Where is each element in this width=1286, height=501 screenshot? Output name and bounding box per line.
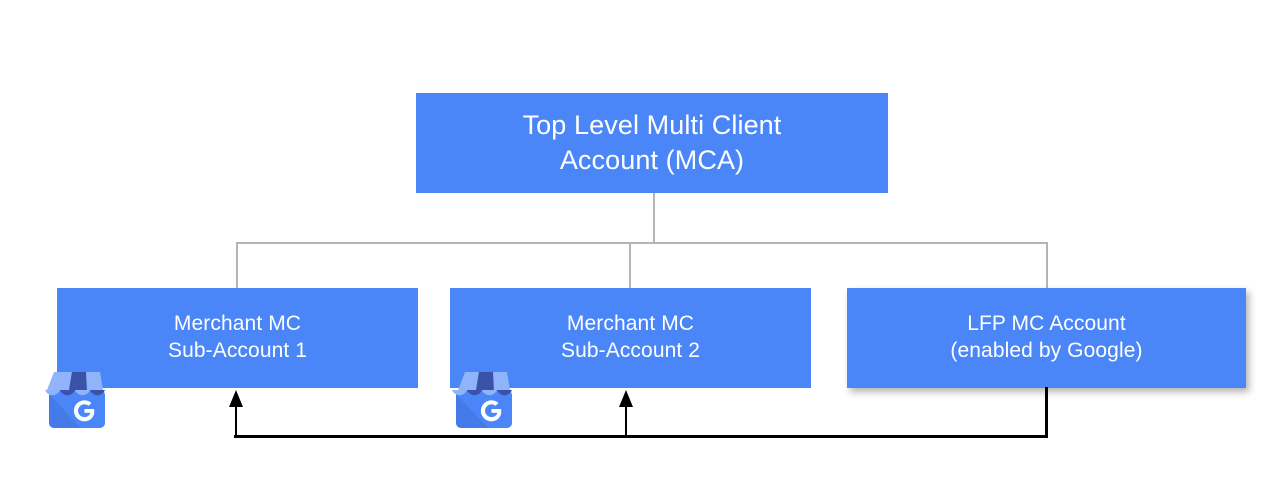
connector-drop-sub2 (629, 242, 631, 289)
arrowhead-to-sub2-icon (619, 390, 633, 407)
arrowhead-to-sub1-icon (229, 390, 243, 407)
feed-line-to-sub1 (235, 402, 237, 437)
connector-drop-sub1 (236, 242, 238, 289)
node-top-level-mca[interactable]: Top Level Multi Client Account (MCA) (416, 93, 888, 193)
google-my-business-icon (452, 372, 512, 428)
connector-top-stem (653, 192, 655, 243)
feed-line-to-sub2 (625, 402, 627, 437)
connector-horizontal-bus (236, 242, 1048, 244)
google-my-business-icon (45, 372, 105, 428)
node-merchant-mc-sub-account-2[interactable]: Merchant MC Sub-Account 2 (450, 288, 811, 388)
feed-line-horizontal (234, 435, 1048, 438)
node-lfp-mc-account[interactable]: LFP MC Account (enabled by Google) (847, 288, 1246, 388)
feed-line-from-lfp (1045, 387, 1048, 438)
node-merchant-mc-sub-account-1[interactable]: Merchant MC Sub-Account 1 (57, 288, 418, 388)
connector-drop-lfp (1046, 242, 1048, 289)
